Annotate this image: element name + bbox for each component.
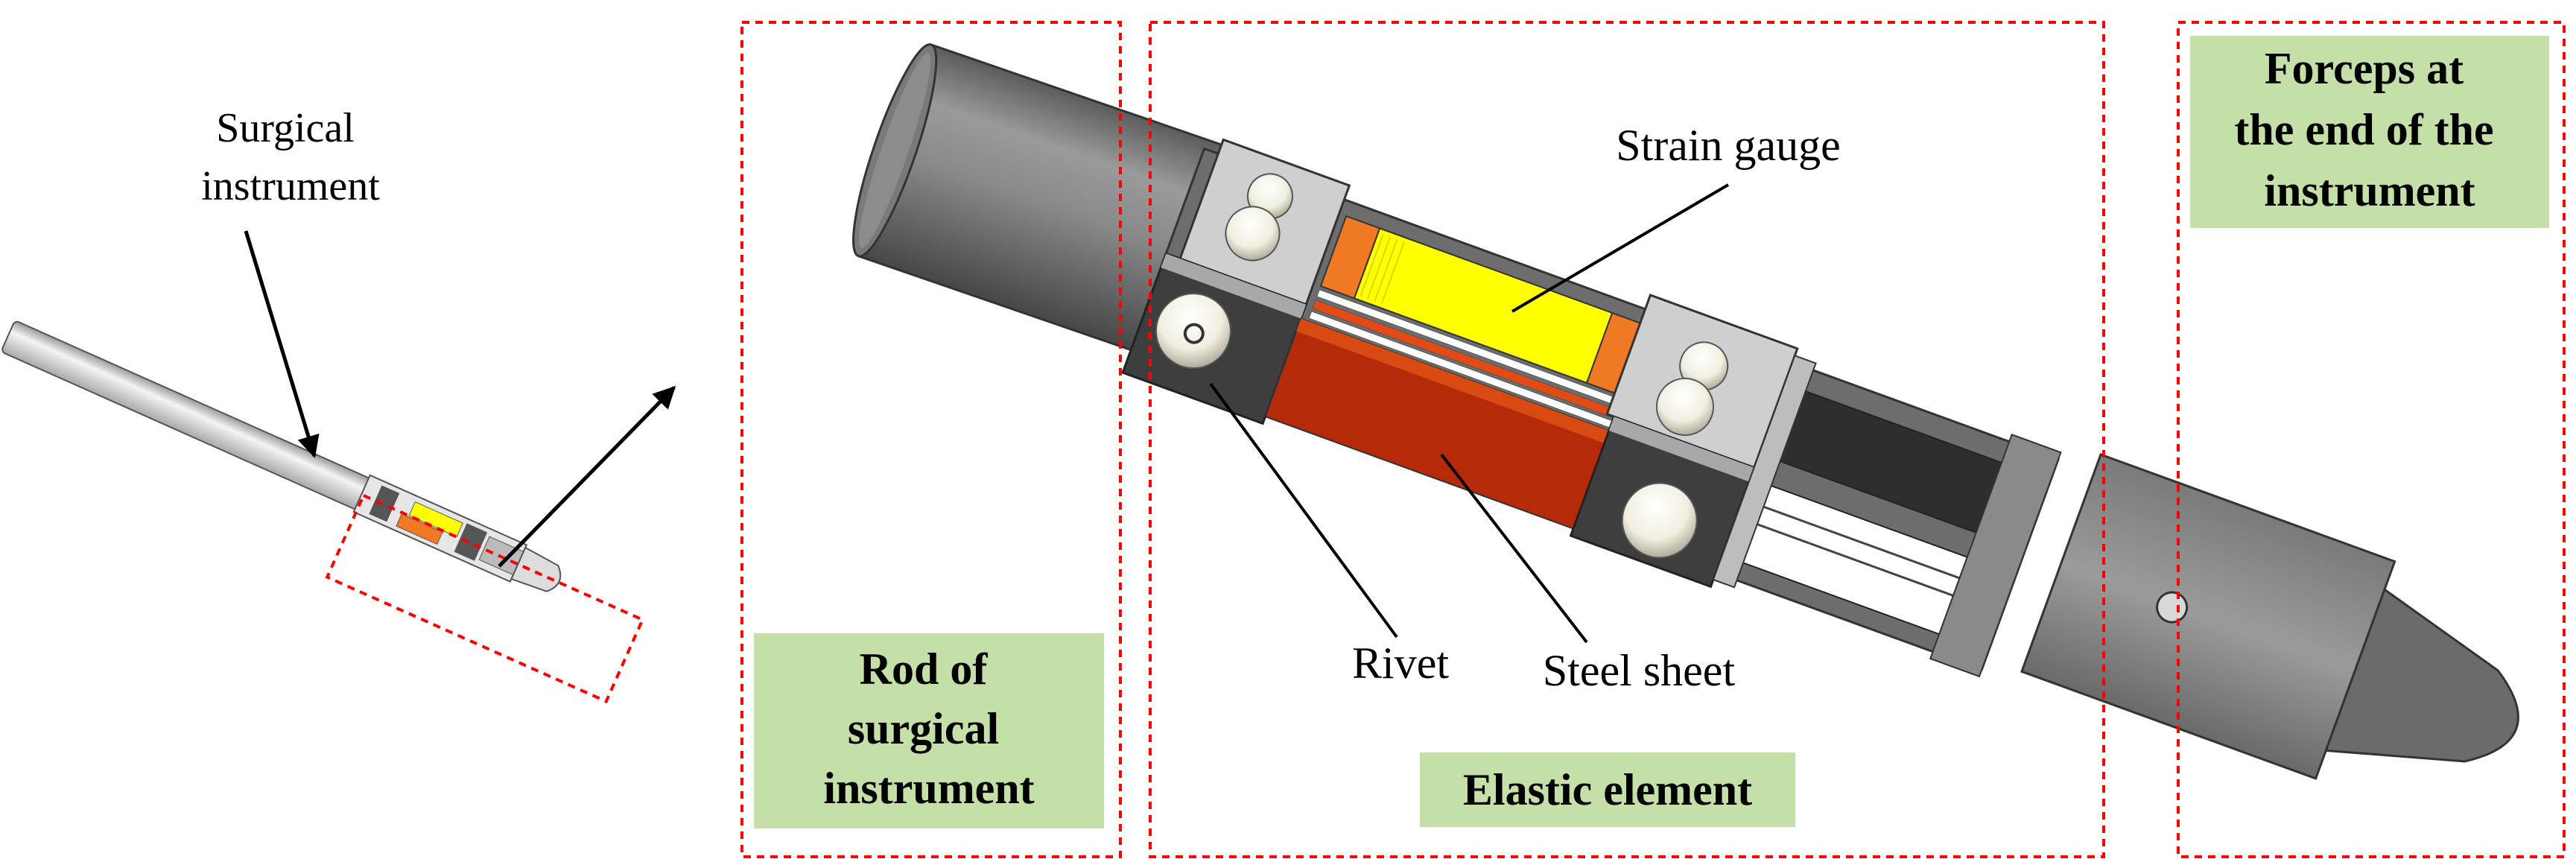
lower-right-rivet (1621, 482, 1698, 559)
steel-sheet-label: Steel sheet (1543, 646, 1736, 695)
rod-region-label: Rod of surgical instrument (823, 644, 1034, 813)
overview-strain-gauge (408, 501, 463, 538)
overview-tip (510, 546, 562, 592)
rivet-leader (1209, 382, 1398, 639)
forceps-tip (2324, 587, 2519, 763)
steel-sheet-leader (1440, 453, 1588, 644)
strain-gauge-label: Strain gauge (1616, 121, 1841, 170)
rivet-main (1155, 293, 1231, 370)
forceps-label-bg (2190, 36, 2549, 228)
overview-rod (1, 320, 382, 515)
zoom-arrow (498, 385, 676, 568)
rivet-label: Rivet (1352, 639, 1449, 688)
overview-dashed-box (325, 493, 645, 704)
detailed-instrument (852, 43, 2519, 780)
region-forceps-box (2177, 21, 2566, 858)
rod-label-bg (754, 633, 1104, 828)
elastic-region-label: Elastic element (1463, 765, 1752, 814)
overview-instrument (1, 320, 645, 704)
region-elastic-box (1149, 21, 2105, 858)
strain-gauge-leader (1511, 183, 1730, 313)
surgical-instrument-label: Surgical instrument (201, 105, 380, 209)
elastic-label-bg (1420, 752, 1795, 827)
forceps-region-label: Forceps at the end of the instrument (2234, 44, 2504, 215)
overview-orange-element (396, 513, 443, 545)
surgical-instrument-arrow (244, 230, 320, 458)
region-rod-box (740, 21, 1122, 858)
strain-gauge (1353, 227, 1614, 384)
